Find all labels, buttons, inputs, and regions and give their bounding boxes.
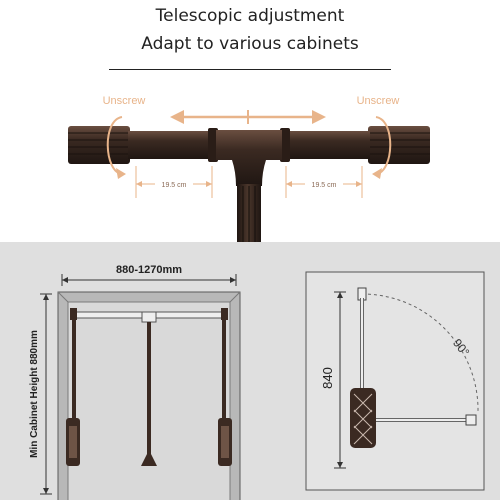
width-dimension-line <box>61 274 237 286</box>
telescopic-rod-illustration: Unscrew Unscrew 19.5 cm 19.5 cm <box>68 95 430 242</box>
side-height-label: 840 <box>320 367 335 389</box>
width-label: 880-1270mm <box>116 264 182 276</box>
right-dimension-line <box>285 166 363 198</box>
headline-line-2: Adapt to various cabinets <box>141 34 359 54</box>
dimension-diagrams: 880-1270mm Min Cabinet Height 880mm <box>29 264 485 500</box>
headline-divider <box>109 69 391 70</box>
wardrobe-lift <box>66 308 232 466</box>
min-height-label: Min Cabinet Height 880mm <box>29 330 40 458</box>
side-view-cabinet <box>305 271 485 491</box>
side-view-lift <box>350 287 477 448</box>
telescopic-section: Telescopic adjustment Adapt to various c… <box>0 0 500 242</box>
rotation-arc <box>361 293 479 413</box>
right-sleeve <box>368 126 430 164</box>
t-connector <box>216 130 282 186</box>
height-dimension-line <box>40 293 52 495</box>
right-dimension-label: 19.5 cm <box>312 182 337 189</box>
unscrew-left-label: Unscrew <box>103 95 146 107</box>
left-rotate-arrow-icon <box>106 116 126 179</box>
unscrew-right-label: Unscrew <box>357 95 400 107</box>
right-rotate-arrow-icon <box>372 116 392 179</box>
left-dimension-label: 19.5 cm <box>162 182 187 189</box>
adjust-arrow <box>170 110 326 124</box>
left-collar <box>208 128 218 162</box>
side-height-dimension <box>334 291 346 469</box>
right-collar <box>280 128 290 162</box>
headline-line-1: Telescopic adjustment <box>155 6 345 26</box>
left-dimension-line <box>135 166 213 198</box>
dimensions-section: 880-1270mm Min Cabinet Height 880mm <box>0 242 500 500</box>
left-sleeve <box>68 126 130 164</box>
